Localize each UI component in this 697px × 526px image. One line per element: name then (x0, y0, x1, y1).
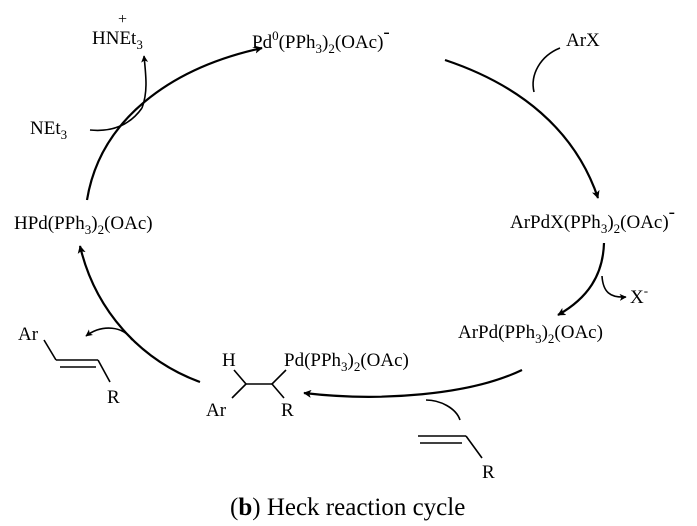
arc-arpd-to-alkyl (303, 369, 523, 398)
arc-arpdx-to-arpd (557, 242, 606, 316)
hnet3-charge: + (118, 11, 127, 28)
alkyl-r-label: R (281, 400, 294, 421)
arrow-alkene-in (425, 399, 461, 421)
arc-pd0-to-arpdx (444, 58, 600, 199)
alkyl-bond-ar (231, 383, 247, 399)
alkene-r-label: R (482, 462, 495, 483)
arc-hpd-to-pd0 (85, 45, 263, 201)
arrow-arx-in (532, 47, 561, 93)
alkyl-pd-label: Pd(PPh3)2(OAc) (284, 350, 409, 374)
arpd-complex-label: ArPd(PPh3)2(OAc) (458, 322, 603, 346)
arpdx-complex-label: ArPdX(PPh3)2(OAc)- (510, 202, 675, 236)
alkene-reagent: R (418, 435, 495, 483)
product-ar-label: Ar (18, 324, 39, 345)
alkene-bond-r (465, 435, 483, 459)
product-r-label: R (107, 387, 120, 408)
hpd-complex-label: HPd(PPh3)2(OAc) (14, 213, 153, 237)
product-bond-ar (43, 339, 57, 361)
alkyl-bond-h (233, 369, 247, 385)
alkyl-bond-r (271, 383, 285, 399)
product-bond-r (97, 359, 111, 383)
x-minus-label: X- (630, 283, 648, 308)
alkyl-h-label: H (222, 350, 236, 371)
net3-label: NEt3 (30, 118, 67, 142)
arrow-product-out (85, 327, 133, 341)
figure-caption: (b) Heck reaction cycle (230, 494, 465, 521)
alkyl-pd-intermediate: H Pd(PPh3)2(OAc) Ar R (206, 350, 409, 421)
arrow-x-out (601, 275, 627, 301)
pd0-complex-label: Pd0(PPh3)2(OAc)- (252, 22, 390, 56)
arrow-net3-in (89, 107, 143, 132)
hnet3-label: HNEt3 (92, 28, 143, 52)
arc-alkyl-to-hpd (77, 245, 201, 384)
arx-label: ArX (566, 30, 600, 51)
arrow-hnet3-out (141, 55, 149, 109)
alkyl-ar-label: Ar (206, 400, 227, 421)
alkyl-bond-pd (271, 369, 287, 385)
product-alkene: Ar R (18, 324, 120, 408)
